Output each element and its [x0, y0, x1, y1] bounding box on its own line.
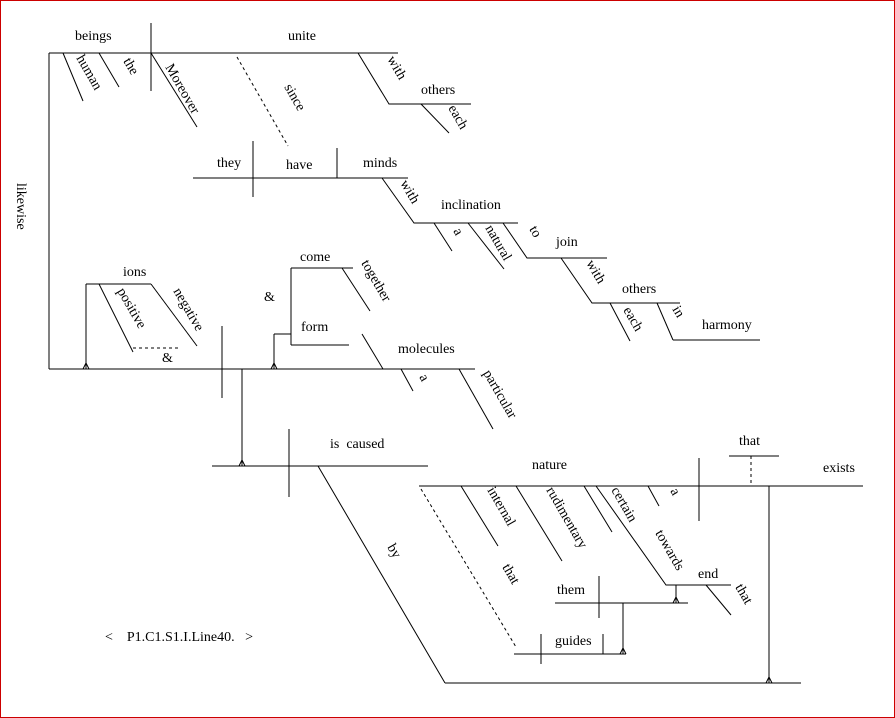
word-moreover: Moreover — [162, 62, 203, 118]
word-to: to — [526, 224, 544, 241]
word-amp-ions: & — [162, 351, 173, 366]
word-a-1: a — [450, 226, 466, 240]
word-each-1: each — [445, 103, 471, 133]
word-them: them — [557, 583, 585, 598]
word-a-3: a — [667, 486, 683, 500]
word-that-2: that — [732, 582, 756, 608]
word-have: have — [286, 158, 312, 173]
word-with-1: with — [384, 54, 409, 83]
word-towards: towards — [652, 528, 687, 574]
word-guides: guides — [555, 634, 592, 649]
word-minds: minds — [363, 156, 397, 171]
word-likewise: likewise — [13, 183, 28, 230]
word-others-2: others — [622, 282, 656, 297]
word-unite: unite — [288, 29, 316, 44]
word-with-3: with — [583, 258, 608, 287]
word-the: the — [120, 56, 142, 78]
word-internal: internal — [484, 485, 518, 530]
word-nature: nature — [532, 458, 567, 473]
word-ions: ions — [123, 265, 146, 280]
word-in: in — [669, 304, 687, 321]
word-is-caused: is caused — [330, 437, 384, 452]
word-end: end — [698, 567, 718, 582]
diagram-words: beings unite human the Moreover since wi… — [13, 29, 855, 649]
diagram-caption: < P1.C1.S1.I.Line40. > — [105, 630, 253, 645]
diagram-lines — [48, 23, 863, 684]
word-amp-predicates: & — [264, 290, 275, 305]
word-molecules: molecules — [398, 342, 455, 357]
word-that-3: that — [499, 562, 523, 588]
word-exists: exists — [823, 461, 855, 476]
word-negative: negative — [170, 286, 207, 335]
word-by: by — [384, 542, 404, 562]
word-harmony: harmony — [702, 318, 752, 333]
word-particular: particular — [480, 368, 520, 422]
word-others-1: others — [421, 83, 455, 98]
word-that-1: that — [739, 434, 760, 449]
word-certain: certain — [608, 485, 640, 525]
word-natural: natural — [482, 223, 514, 264]
word-form: form — [301, 320, 328, 335]
word-each-2: each — [620, 305, 646, 335]
word-with-2: with — [397, 178, 422, 207]
word-together: together — [358, 258, 394, 306]
word-join: join — [555, 235, 578, 250]
word-come: come — [300, 250, 330, 265]
word-a-2: a — [416, 372, 432, 386]
word-inclination: inclination — [441, 198, 501, 213]
word-since: since — [281, 82, 308, 114]
word-beings: beings — [75, 29, 112, 44]
word-they: they — [217, 156, 241, 171]
